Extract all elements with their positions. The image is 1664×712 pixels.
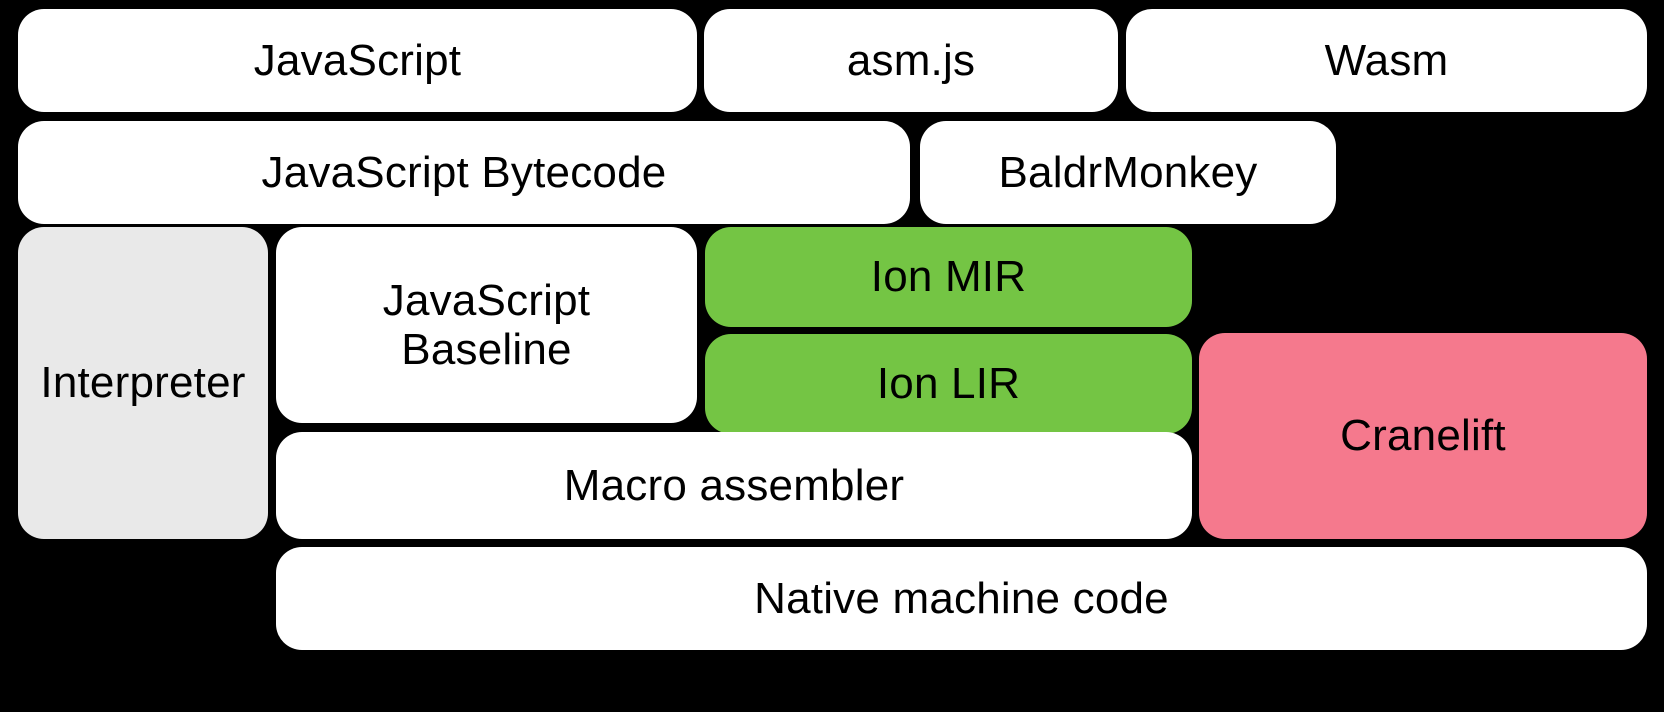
node-interpreter[interactable]: Interpreter <box>18 227 268 539</box>
node-ion-lir[interactable]: Ion LIR <box>705 334 1192 434</box>
node-baldrmonkey[interactable]: BaldrMonkey <box>920 121 1336 224</box>
node-javascript-bytecode[interactable]: JavaScript Bytecode <box>18 121 910 224</box>
node-javascript-baseline[interactable]: JavaScript Baseline <box>276 227 697 423</box>
node-wasm[interactable]: Wasm <box>1126 9 1647 112</box>
node-native-machine-code[interactable]: Native machine code <box>276 547 1647 650</box>
node-javascript[interactable]: JavaScript <box>18 9 697 112</box>
node-macro-assembler[interactable]: Macro assembler <box>276 432 1192 539</box>
node-cranelift[interactable]: Cranelift <box>1199 333 1647 539</box>
node-asmjs[interactable]: asm.js <box>704 9 1118 112</box>
node-ion-mir[interactable]: Ion MIR <box>705 227 1192 327</box>
